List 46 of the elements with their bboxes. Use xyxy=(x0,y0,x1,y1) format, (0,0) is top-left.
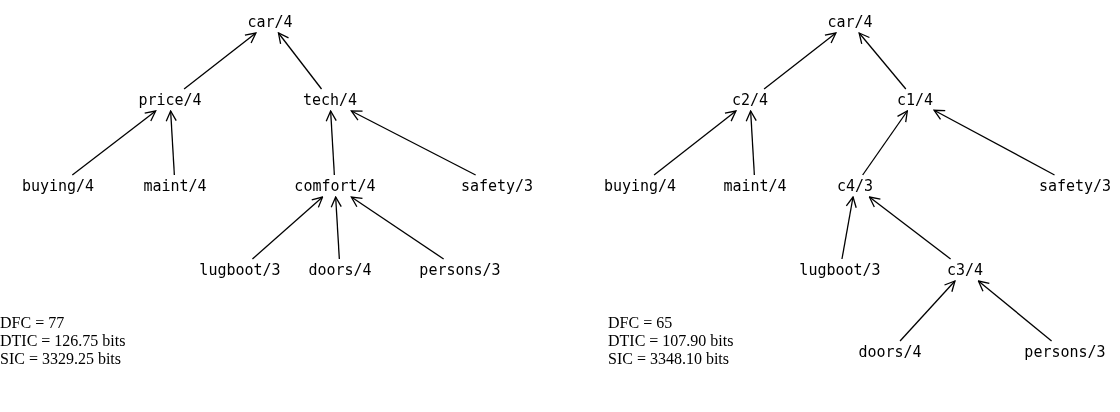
arrow xyxy=(350,196,445,260)
arrow xyxy=(653,110,737,176)
node-label: safety/3 xyxy=(1037,175,1113,197)
arrow xyxy=(71,110,157,176)
node-label: tech/4 xyxy=(301,89,359,111)
metric-text: SIC = 3329.25 bits xyxy=(0,350,122,368)
node-label: lugboot/3 xyxy=(198,259,282,281)
node-label: car/4 xyxy=(246,11,294,33)
node-label: c4/3 xyxy=(835,175,875,197)
node-label: c1/4 xyxy=(895,89,935,111)
node-label: c3/4 xyxy=(945,259,985,281)
arrow xyxy=(350,110,477,176)
node-label: buying/4 xyxy=(602,175,678,197)
node-label: car/4 xyxy=(826,11,874,33)
metric-text: DTIC = 107.90 bits xyxy=(608,332,734,350)
node-label: buying/4 xyxy=(20,175,96,197)
metric-text: SIC = 3348.10 bits xyxy=(608,350,730,368)
node-label: lugboot/3 xyxy=(798,259,882,281)
metric-text: DFC = 65 xyxy=(608,314,673,332)
node-label: doors/4 xyxy=(307,259,373,281)
node-label: comfort/4 xyxy=(293,175,377,197)
arrow xyxy=(183,32,257,90)
metric-text: DTIC = 126.75 bits xyxy=(0,332,126,350)
arrow xyxy=(862,110,908,176)
arrow xyxy=(745,110,757,176)
arrow xyxy=(841,196,857,260)
arrow xyxy=(251,196,324,260)
arrow xyxy=(933,109,1056,176)
node-label: maint/4 xyxy=(142,175,208,197)
node-label: c2/4 xyxy=(730,89,770,111)
arrow xyxy=(325,110,337,176)
node-label: safety/3 xyxy=(459,175,535,197)
node-label: persons/3 xyxy=(1023,341,1107,363)
arrow xyxy=(277,32,323,90)
node-label: maint/4 xyxy=(722,175,788,197)
arrow xyxy=(977,280,1053,342)
node-label: persons/3 xyxy=(418,259,502,281)
arrow xyxy=(899,280,956,342)
arrow xyxy=(330,196,342,260)
node-label: price/4 xyxy=(137,89,203,111)
metric-text: DFC = 77 xyxy=(0,314,65,332)
node-label: doors/4 xyxy=(857,341,923,363)
arrow xyxy=(868,196,952,260)
arrow xyxy=(763,32,837,90)
arrow xyxy=(165,110,177,176)
arrow xyxy=(858,32,907,90)
